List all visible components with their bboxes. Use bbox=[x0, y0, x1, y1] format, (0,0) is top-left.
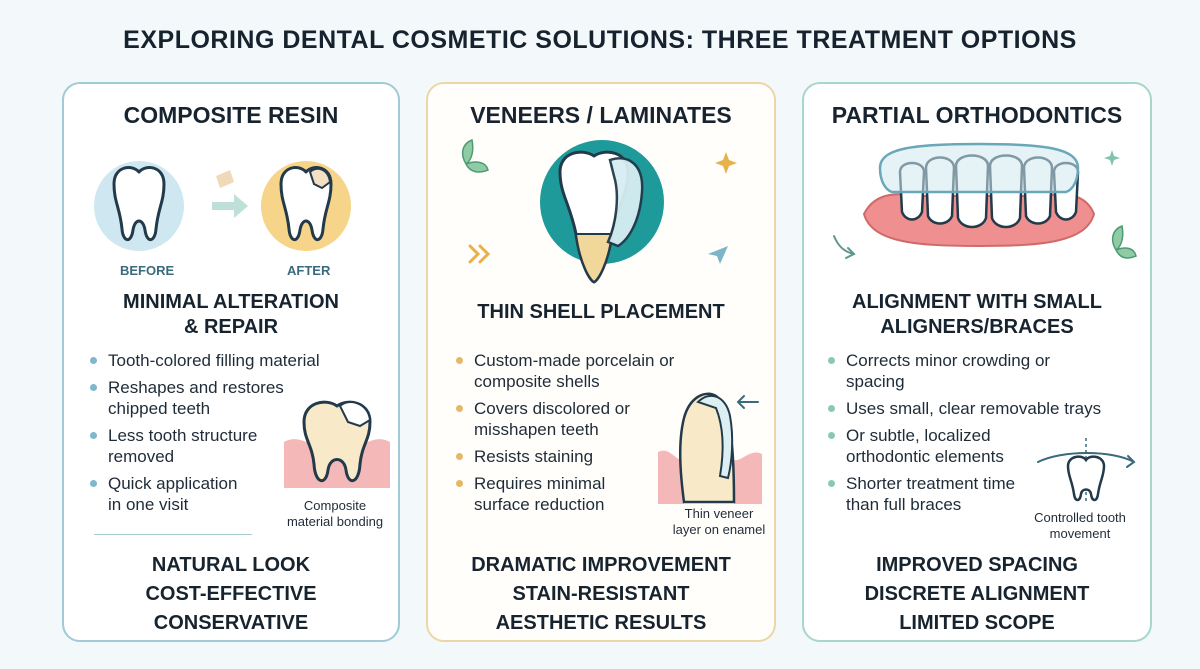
card-veneers-laminates: VENEERS / LAMINATES THIN SHELL PLACEMENT… bbox=[426, 82, 776, 642]
composite-patch-icon bbox=[308, 167, 332, 190]
list-item: Tooth-colored filling material bbox=[86, 350, 368, 371]
feature-list: Tooth-colored filling material Reshapes … bbox=[86, 350, 320, 521]
aligner-tray-icon bbox=[878, 142, 1080, 194]
sparkle-icon bbox=[715, 152, 737, 174]
card-title: PARTIAL ORTHODONTICS bbox=[831, 102, 1123, 128]
arrow-right-icon bbox=[212, 194, 248, 218]
arrow-left-icon bbox=[736, 395, 759, 409]
card-partial-orthodontics: PARTIAL ORTHODONTICS ALIGNMENT WITH SMAL… bbox=[802, 82, 1152, 642]
veneer-shell-icon bbox=[606, 157, 644, 248]
veneer-layer-icon bbox=[658, 392, 762, 504]
benefits-list: IMPROVED SPACING DISCRETE ALIGNMENT LIMI… bbox=[864, 554, 1090, 634]
illustration-caption: Thin veneer layer on enamel bbox=[672, 506, 766, 537]
paper-plane-icon bbox=[708, 246, 728, 264]
tooth-movement-icon bbox=[1037, 438, 1136, 504]
resin-fragment-icon bbox=[216, 170, 234, 188]
sparkle-icon bbox=[1104, 150, 1120, 166]
divider bbox=[94, 534, 252, 535]
list-item: Resists staining bbox=[452, 446, 692, 467]
card-composite-resin: COMPOSITE RESIN BEFORE AFTER MINIMAL ALT… bbox=[62, 82, 400, 642]
tooth-bonding-icon bbox=[284, 400, 390, 488]
illustration-caption: Controlled tooth movement bbox=[1034, 510, 1126, 541]
card-title: COMPOSITE RESIN bbox=[123, 102, 339, 128]
illustration-caption: Composite material bonding bbox=[286, 498, 384, 529]
benefits-list: DRAMATIC IMPROVEMENT STAIN-RESISTANT AES… bbox=[471, 554, 731, 634]
card-subtitle: ALIGNMENT WITH SMALL ALIGNERS/BRACES bbox=[852, 291, 1102, 338]
aligner-illustration bbox=[833, 142, 1137, 259]
before-after-tooth-illustration bbox=[94, 161, 351, 251]
leaf-icon bbox=[461, 138, 489, 173]
card-title: VENEERS / LAMINATES bbox=[470, 102, 732, 128]
before-tooth-icon bbox=[112, 166, 166, 242]
before-label: BEFORE bbox=[120, 263, 175, 278]
leaf-icon bbox=[1111, 224, 1137, 259]
chevron-right-icon bbox=[468, 244, 491, 264]
card-subtitle: MINIMAL ALTERATION & REPAIR bbox=[123, 291, 339, 338]
veneer-tooth-illustration bbox=[461, 138, 737, 284]
after-label: AFTER bbox=[287, 263, 331, 278]
list-item: Uses small, clear removable trays bbox=[824, 398, 1142, 419]
card-subtitle: THIN SHELL PLACEMENT bbox=[477, 301, 725, 323]
curved-arrow-icon bbox=[833, 235, 856, 259]
page-title: EXPLORING DENTAL COSMETIC SOLUTIONS: THR… bbox=[123, 26, 1077, 54]
benefits-list: NATURAL LOOK COST-EFFECTIVE CONSERVATIVE bbox=[145, 554, 317, 634]
